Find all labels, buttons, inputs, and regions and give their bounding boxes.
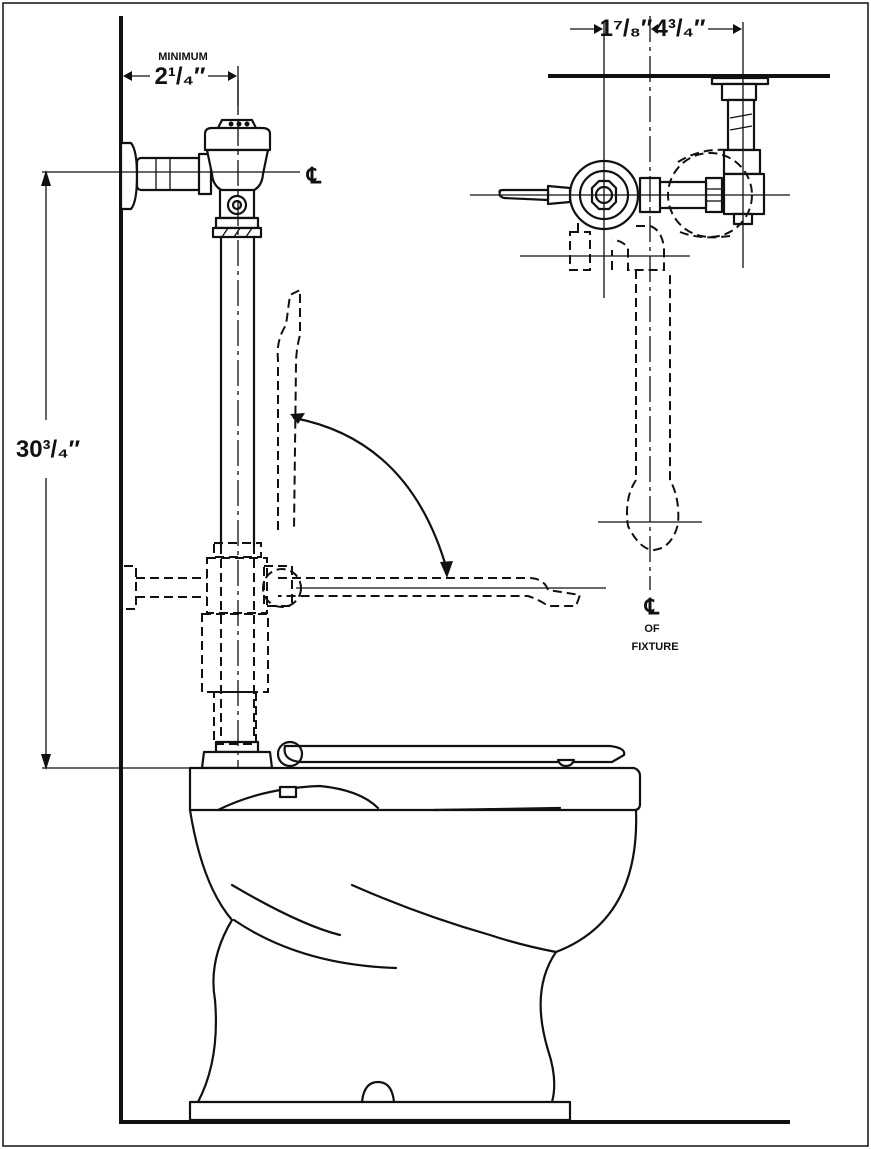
supply-offset-dimension-label: 4³/₄″ <box>655 15 706 42</box>
minimum-label: MINIMUM <box>158 51 208 63</box>
valve-centerline-symbol: ℄ <box>306 163 322 189</box>
top-view-dimensions <box>470 16 790 590</box>
rough-in-dimension <box>123 66 239 112</box>
alternate-valve-position <box>124 288 582 745</box>
height-dimension-label: 30³/₄″ <box>16 436 81 463</box>
top-view-valve <box>498 74 830 552</box>
spud-coupling <box>200 740 274 770</box>
wall-flange-supply <box>119 141 213 211</box>
toilet-bowl <box>188 740 642 1122</box>
flush-valve-body <box>203 118 272 239</box>
handle-swing-arc <box>290 413 606 589</box>
height-dimension <box>41 170 210 770</box>
flush-tube <box>219 235 256 744</box>
handle-offset-dimension-label: 1⁷/₈″ <box>600 15 653 42</box>
fixture-centerline-symbol: ℄ <box>644 594 660 620</box>
fixture-label: FIXTURE <box>631 641 678 653</box>
of-label: OF <box>644 623 660 635</box>
rough-in-dimension-label: 2¹/₄″ <box>155 63 206 90</box>
